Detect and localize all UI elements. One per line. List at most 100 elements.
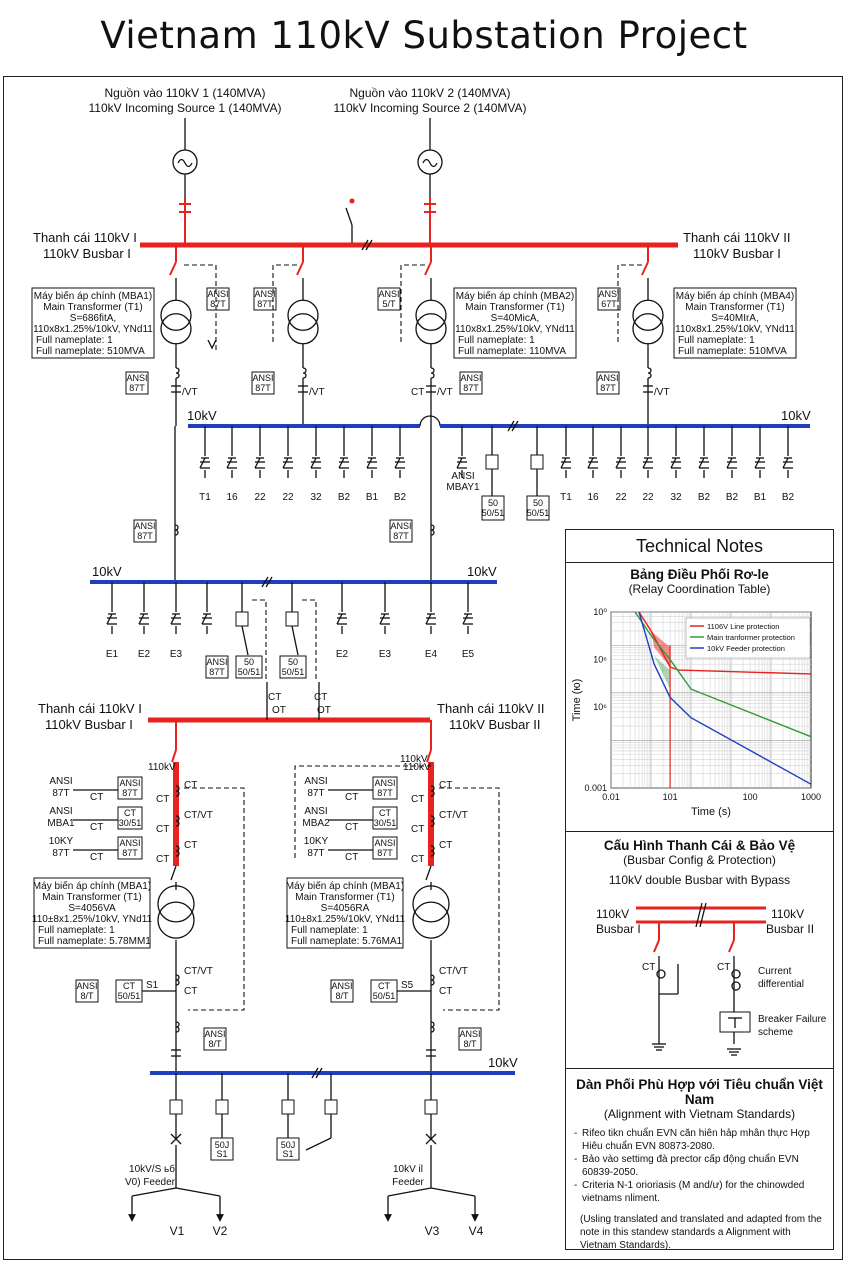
svg-text:CT: CT xyxy=(90,792,103,803)
breaker-src1-icon xyxy=(179,198,191,245)
feeder: E5 xyxy=(462,582,475,660)
busbar-config-section: Cấu Hình Thanh Cái & Bảo Vệ (Busbar Conf… xyxy=(566,832,833,1069)
svg-text:CT: CT xyxy=(345,822,358,833)
feeder: E2 xyxy=(138,582,151,660)
svg-text:110x8x1.25%/10kV, YNd11: 110x8x1.25%/10kV, YNd11 xyxy=(455,324,575,335)
svg-text:/VT: /VT xyxy=(182,387,198,398)
svg-text:50/51: 50/51 xyxy=(238,667,261,677)
svg-text:CT: CT xyxy=(90,852,103,863)
feeder xyxy=(201,582,212,634)
svg-text:CT: CT xyxy=(123,981,135,991)
ct-coil-icon xyxy=(430,815,435,827)
x-tick-label: 1000 xyxy=(801,792,821,802)
svg-text:ANSI: ANSI xyxy=(598,289,619,299)
y-axis-label: Time (ю) xyxy=(571,679,583,722)
legend-entry: 1106V Line protection xyxy=(707,622,779,631)
svg-text:OT: OT xyxy=(317,705,331,716)
svg-text:ANSI: ANSI xyxy=(206,657,227,667)
busbar-subtitle: (Busbar Config & Protection) xyxy=(623,853,776,867)
svg-text:50J: 50J xyxy=(215,1140,230,1150)
legend-entry: 10kV Feeder protection xyxy=(707,644,785,653)
svg-text:Full nameplate: 510MVA: Full nameplate: 510MVA xyxy=(678,346,787,357)
svg-text:/VT: /VT xyxy=(654,387,670,398)
svg-text:Feeder: Feeder xyxy=(392,1177,424,1188)
transformer-nameplate-3: Máy biến áp chính (MBA4)Main Transformer… xyxy=(673,287,797,359)
breaker-src2-icon xyxy=(424,198,436,245)
feeder-label: E1 xyxy=(106,649,119,660)
svg-text:ANSI: ANSI xyxy=(134,521,155,531)
notes-header: Technical Notes xyxy=(566,530,833,563)
ct-coil-icon xyxy=(430,524,435,536)
ct-coil-icon xyxy=(647,367,652,379)
feeder: E3 xyxy=(170,582,183,660)
svg-text:CT: CT xyxy=(411,794,424,805)
svg-text:87T: 87T xyxy=(122,848,138,858)
ct-coil-icon xyxy=(430,845,435,857)
svg-text:ANSI: ANSI xyxy=(49,776,72,787)
feeder: 16 xyxy=(587,426,599,503)
feeder-label: 22 xyxy=(642,492,654,503)
outgoing-feeders: 10kV/S ьб V0) Feeder 10kV il Feeder V1 V… xyxy=(125,1145,484,1238)
svg-text:110kV: 110kV xyxy=(400,754,428,765)
svg-text:CT: CT xyxy=(345,852,358,863)
feeder: 16 xyxy=(226,426,238,503)
svg-text:Full nameplate: 5.76MA1: Full nameplate: 5.76MA1 xyxy=(291,936,403,947)
svg-text:ANSI: ANSI xyxy=(254,289,275,299)
bus-mid-right-vn: Thanh cái 110kV II xyxy=(437,701,544,716)
busbar-desc: 110kV double Busbar with Bypass xyxy=(608,873,791,887)
svg-text:ANSI: ANSI xyxy=(126,373,147,383)
outgoing-feeder xyxy=(169,1073,183,1145)
series-line-3 xyxy=(638,611,812,785)
svg-text:S=4056VA: S=4056VA xyxy=(68,903,116,914)
svg-text:10kV/S ьб: 10kV/S ьб xyxy=(129,1163,175,1175)
svg-text:87T: 87T xyxy=(255,383,271,393)
feeder-label: 16 xyxy=(587,492,599,503)
svg-text:V4: V4 xyxy=(469,1224,484,1238)
alignment-section: Dàn Phối Phù Hợp với Tiêu chuẩn Việt Nam… xyxy=(566,1069,833,1251)
svg-text:87T: 87T xyxy=(129,383,145,393)
ct-coil-icon xyxy=(175,845,180,857)
feeder: B2 xyxy=(338,426,351,503)
feeder-label: B2 xyxy=(782,492,795,503)
bus-10kv-label-3: 10kV xyxy=(92,564,122,579)
svg-text:Main Transformer (T1): Main Transformer (T1) xyxy=(42,892,141,903)
svg-text:ANSI: ANSI xyxy=(252,373,273,383)
svg-text:110x8x1.25%/10kV, YNd11: 110x8x1.25%/10kV, YNd11 xyxy=(33,324,153,335)
source-1-vn: Nguồn vào 110kV 1 (140MVA) xyxy=(105,86,266,100)
svg-text:V1: V1 xyxy=(170,1224,185,1238)
feeder: B1 xyxy=(366,426,379,503)
svg-text:50/51: 50/51 xyxy=(373,991,396,1001)
feeder-label: T1 xyxy=(199,492,211,503)
source-2-vn: Nguồn vào 110kV 2 (140MVA) xyxy=(350,86,511,100)
svg-text:Full nameplate: 1: Full nameplate: 1 xyxy=(291,925,368,936)
svg-text:ANSI: ANSI xyxy=(374,778,395,788)
svg-text:CT: CT xyxy=(90,822,103,833)
svg-text:CT: CT xyxy=(642,962,655,973)
svg-text:67T: 67T xyxy=(601,299,617,309)
alignment-title: Dàn Phối Phù Hợp với Tiêu chuẩn Việt Nam xyxy=(576,1077,823,1107)
source-2-en: 110kV Incoming Source 2 (140MVA) xyxy=(334,101,527,115)
svg-text:CT: CT xyxy=(439,986,452,997)
x-axis-label: Time (s) xyxy=(691,806,731,818)
bus-10kv-label-2: 10kV xyxy=(781,408,811,423)
bus-coupler-switch-icon xyxy=(345,198,355,245)
bus-top-right-en: 110kV Busbar I xyxy=(693,246,781,261)
svg-text:87T: 87T xyxy=(307,848,324,859)
svg-text:87T: 87T xyxy=(377,788,393,798)
svg-text:CT: CT xyxy=(411,387,424,398)
transformer-icon xyxy=(415,299,447,345)
svg-text:87T: 87T xyxy=(52,788,69,799)
svg-text:ANSI: ANSI xyxy=(451,471,474,482)
svg-text:CT/VT: CT/VT xyxy=(184,810,213,821)
outgoing-feeder xyxy=(424,1073,438,1145)
